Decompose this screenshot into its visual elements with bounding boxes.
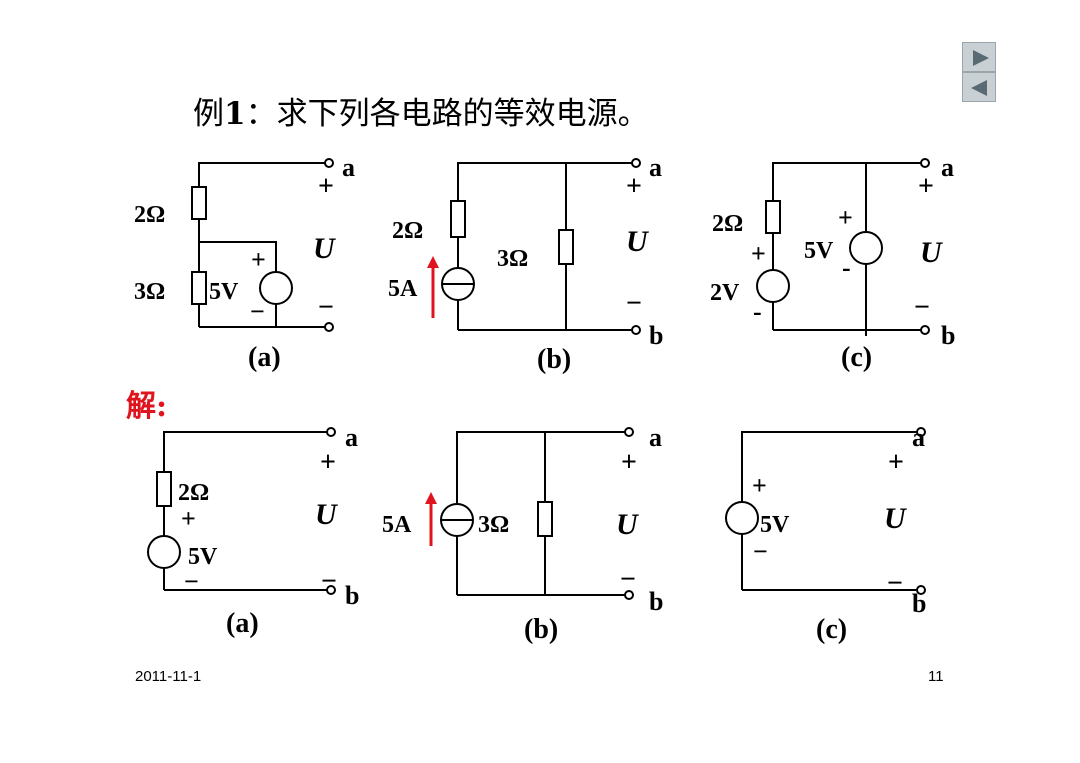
answer-a-resistor: [156, 471, 172, 507]
answer-c-src-minus: −: [753, 537, 768, 566]
circuit-b-r2-label: 3Ω: [497, 246, 528, 272]
terminal-a-label: a: [912, 423, 925, 452]
terminal-a-icon: [631, 158, 641, 168]
terminal-plus: +: [626, 171, 642, 202]
answer-c-voltage-source: [725, 501, 759, 535]
circuit-a-src-plus: +: [251, 245, 266, 274]
terminal-minus: −: [321, 566, 337, 597]
answer-caption-b: (b): [524, 614, 558, 645]
terminal-a-icon: [916, 427, 926, 437]
circuit-a-resistor-3ohm: [191, 271, 207, 305]
circuit-c-wires: [772, 162, 921, 336]
play-back-icon: [971, 80, 987, 96]
circuit-c-src1-minus: -: [842, 253, 851, 282]
circuit-b-resistor-3ohm: [558, 229, 574, 265]
terminal-b-label: b: [649, 587, 663, 616]
terminal-plus: +: [621, 447, 637, 478]
answer-a-src-label: 5V: [188, 544, 218, 570]
answer-b-r-label: 3Ω: [478, 512, 509, 538]
terminal-b-label: b: [345, 581, 359, 610]
circuit-a-r2-label: 3Ω: [134, 279, 165, 305]
terminal-plus: +: [318, 171, 334, 202]
footer-date: 2011-11-1: [135, 668, 202, 685]
previous-slide-button[interactable]: [962, 72, 996, 102]
circuit-a-resistor-2ohm: [191, 186, 207, 220]
circuit-c-src1-plus: +: [838, 203, 853, 232]
terminal-minus: −: [318, 292, 334, 323]
circuit-c-src2-minus: -: [753, 297, 762, 326]
caption-b: (b): [537, 344, 571, 375]
answer-a-r-label: 2Ω: [178, 480, 209, 506]
voltage-u-label: U: [313, 232, 336, 265]
answer-caption-a: (a): [226, 608, 259, 639]
next-slide-button[interactable]: [962, 42, 996, 72]
voltage-u-label: U: [884, 502, 907, 535]
answer-b-src-label: 5A: [382, 512, 412, 538]
terminal-b-icon: [624, 590, 634, 600]
circuit-c-voltage-source-5v: [849, 231, 883, 265]
terminal-minus: −: [914, 292, 930, 323]
circuit-a-r1-label: 2Ω: [134, 202, 165, 228]
circuit-b-resistor-2ohm: [450, 200, 466, 238]
solution-label: 解:: [126, 389, 167, 424]
circuit-b-r1-label: 2Ω: [392, 218, 423, 244]
caption-a: (a): [248, 342, 281, 373]
terminal-b-label: b: [649, 321, 663, 350]
answer-b-wires: [456, 431, 625, 596]
terminal-minus: −: [620, 564, 636, 595]
answer-caption-c: (c): [816, 614, 847, 645]
terminal-plus: +: [320, 447, 336, 478]
voltage-u-label: U: [315, 498, 338, 531]
terminal-a-label: a: [649, 423, 662, 452]
circuit-c-resistor-2ohm: [765, 200, 781, 234]
footer-page-number: 11: [928, 668, 944, 685]
terminal-b-icon: [920, 325, 930, 335]
circuit-a-src-minus: −: [250, 297, 265, 326]
play-forward-icon: [973, 50, 989, 66]
terminal-plus: +: [888, 447, 904, 478]
terminal-b-icon: [324, 322, 334, 332]
circuit-a-voltage-source: [259, 271, 293, 305]
answer-a-voltage-source: [147, 535, 181, 569]
circuit-b-wires: [457, 162, 632, 331]
answer-a-src-minus: −: [184, 567, 199, 596]
terminal-b-icon: [631, 325, 641, 335]
terminal-a-label: a: [345, 423, 358, 452]
terminal-a-label: a: [649, 153, 662, 182]
caption-c: (c): [841, 342, 872, 373]
terminal-a-icon: [920, 158, 930, 168]
answer-a-src-plus: +: [181, 504, 196, 533]
terminal-a-icon: [624, 427, 634, 437]
terminal-plus: +: [918, 171, 934, 202]
circuit-c-src2-plus: +: [751, 239, 766, 268]
terminal-a-icon: [324, 158, 334, 168]
circuit-a-wires: [198, 162, 325, 328]
voltage-u-label: U: [920, 236, 943, 269]
slide-title: 例1：求下列各电路的等效电源。: [193, 96, 649, 132]
circuit-b-src-label: 5A: [388, 276, 418, 302]
voltage-u-label: U: [616, 508, 639, 541]
terminal-minus: −: [887, 568, 903, 599]
terminal-b-label: b: [912, 589, 926, 618]
circuit-a-src-label: 5V: [209, 279, 239, 305]
circuit-c-src1-label: 5V: [804, 238, 834, 264]
terminal-a-label: a: [342, 153, 355, 182]
terminal-a-icon: [326, 427, 336, 437]
answer-b-resistor: [537, 501, 553, 537]
terminal-b-icon: [916, 585, 926, 595]
circuit-c-r1-label: 2Ω: [712, 211, 743, 237]
answer-a-wires: [163, 431, 327, 591]
terminal-b-label: b: [941, 321, 955, 350]
circuit-c-src2-label: 2V: [710, 280, 740, 306]
terminal-minus: −: [626, 288, 642, 319]
voltage-u-label: U: [626, 225, 649, 258]
answer-c-src-label: 5V: [760, 512, 790, 538]
circuit-c-voltage-source-2v: [756, 269, 790, 303]
answer-c-src-plus: +: [752, 471, 767, 500]
terminal-a-label: a: [941, 153, 954, 182]
answer-c-wires: [741, 431, 917, 591]
terminal-b-icon: [326, 585, 336, 595]
